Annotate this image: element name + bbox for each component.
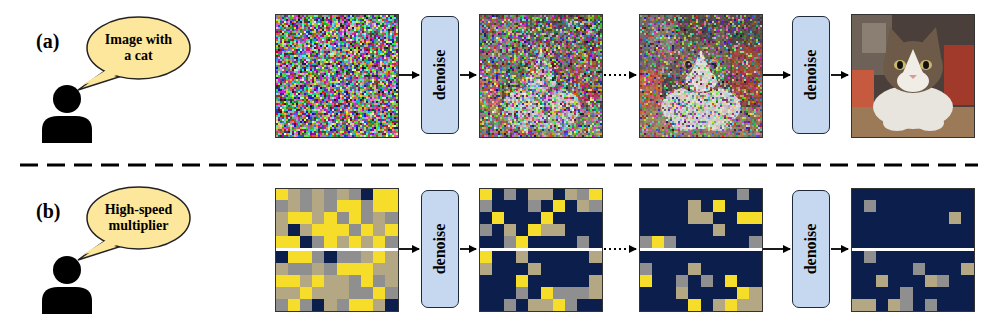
grid-design	[639, 188, 763, 312]
denoise-box: denoise	[792, 190, 830, 308]
noise-image	[275, 14, 399, 138]
denoise-box: denoise	[421, 190, 459, 308]
grid-design	[851, 188, 975, 312]
noisy-image	[639, 14, 763, 138]
person-icon	[42, 85, 92, 143]
person-icon	[42, 256, 92, 314]
grid-design	[275, 188, 399, 312]
panel-label: (a)	[36, 30, 59, 53]
flow-arrows	[398, 75, 848, 249]
speech-bubble: High-speed multiplier	[86, 186, 191, 250]
denoise-box: denoise	[792, 16, 830, 134]
panel-label: (b)	[36, 200, 60, 223]
bubble-text: Image with a cat	[101, 32, 177, 64]
step-label: denoise	[431, 50, 449, 101]
step-label: denoise	[802, 224, 820, 275]
bubble-text: High-speed multiplier	[101, 202, 177, 234]
speech-bubble: Image with a cat	[86, 16, 191, 80]
denoise-box: denoise	[421, 16, 459, 134]
cat-image	[851, 14, 975, 138]
divider-line	[20, 164, 978, 167]
noisy-image	[479, 14, 603, 138]
grid-design	[479, 188, 603, 312]
step-label: denoise	[431, 224, 449, 275]
step-label: denoise	[802, 50, 820, 101]
